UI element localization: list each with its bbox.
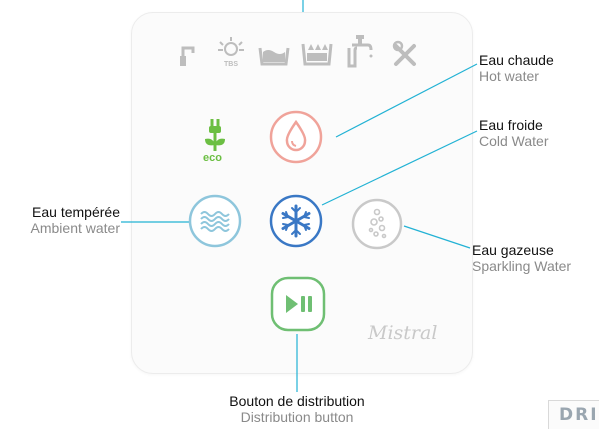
play-pause-icon — [286, 295, 312, 313]
ambient-water-en: Ambient water — [30, 220, 120, 236]
waves-icon — [200, 211, 230, 232]
corner-text: DRI — [559, 405, 599, 425]
hot-water-en: Hot water — [479, 68, 539, 84]
eco-label: eco — [203, 152, 222, 164]
cold-water-fr: Eau froide — [479, 117, 543, 133]
cold-water-en: Cold Water — [479, 133, 549, 149]
ambient-water-fr: Eau tempérée — [32, 204, 120, 220]
corner-badge: DRI — [548, 400, 599, 429]
distribution-label: Bouton de distribution Distribution butt… — [197, 393, 397, 425]
hot-water-fr: Eau chaude — [479, 52, 554, 68]
bubbles-icon — [368, 208, 387, 239]
distribution-en: Distribution button — [240, 409, 354, 425]
ambient-water-label: Eau tempérée Ambient water — [2, 204, 120, 236]
distribution-button[interactable] — [270, 276, 326, 332]
sparkling-water-en: Sparkling Water — [472, 258, 572, 274]
snowflake-icon — [281, 204, 311, 238]
tools-icon — [392, 40, 416, 66]
ambient-water-button[interactable] — [188, 194, 242, 248]
hot-water-label: Eau chaude Hot water — [479, 52, 554, 84]
drop-icon — [285, 119, 307, 152]
cold-water-button[interactable] — [269, 194, 323, 248]
tbs-text: TBS — [224, 61, 238, 68]
basin-icon — [258, 47, 290, 66]
sparkling-water-fr: Eau gazeuse — [472, 242, 554, 258]
eco-plug-icon — [205, 119, 225, 151]
filter-icon — [301, 43, 333, 66]
cold-water-label: Eau froide Cold Water — [479, 117, 549, 149]
hot-water-button[interactable] — [269, 110, 323, 164]
tbs-sanitize-icon: TBS — [218, 37, 244, 68]
faucet-icon — [347, 35, 373, 68]
sparkling-water-button[interactable] — [351, 198, 403, 250]
distribution-fr: Bouton de distribution — [229, 393, 365, 409]
tap-icon — [180, 46, 195, 66]
sparkling-water-label: Eau gazeuse Sparkling Water — [472, 242, 571, 274]
brand-logo: Mistral — [368, 322, 438, 344]
